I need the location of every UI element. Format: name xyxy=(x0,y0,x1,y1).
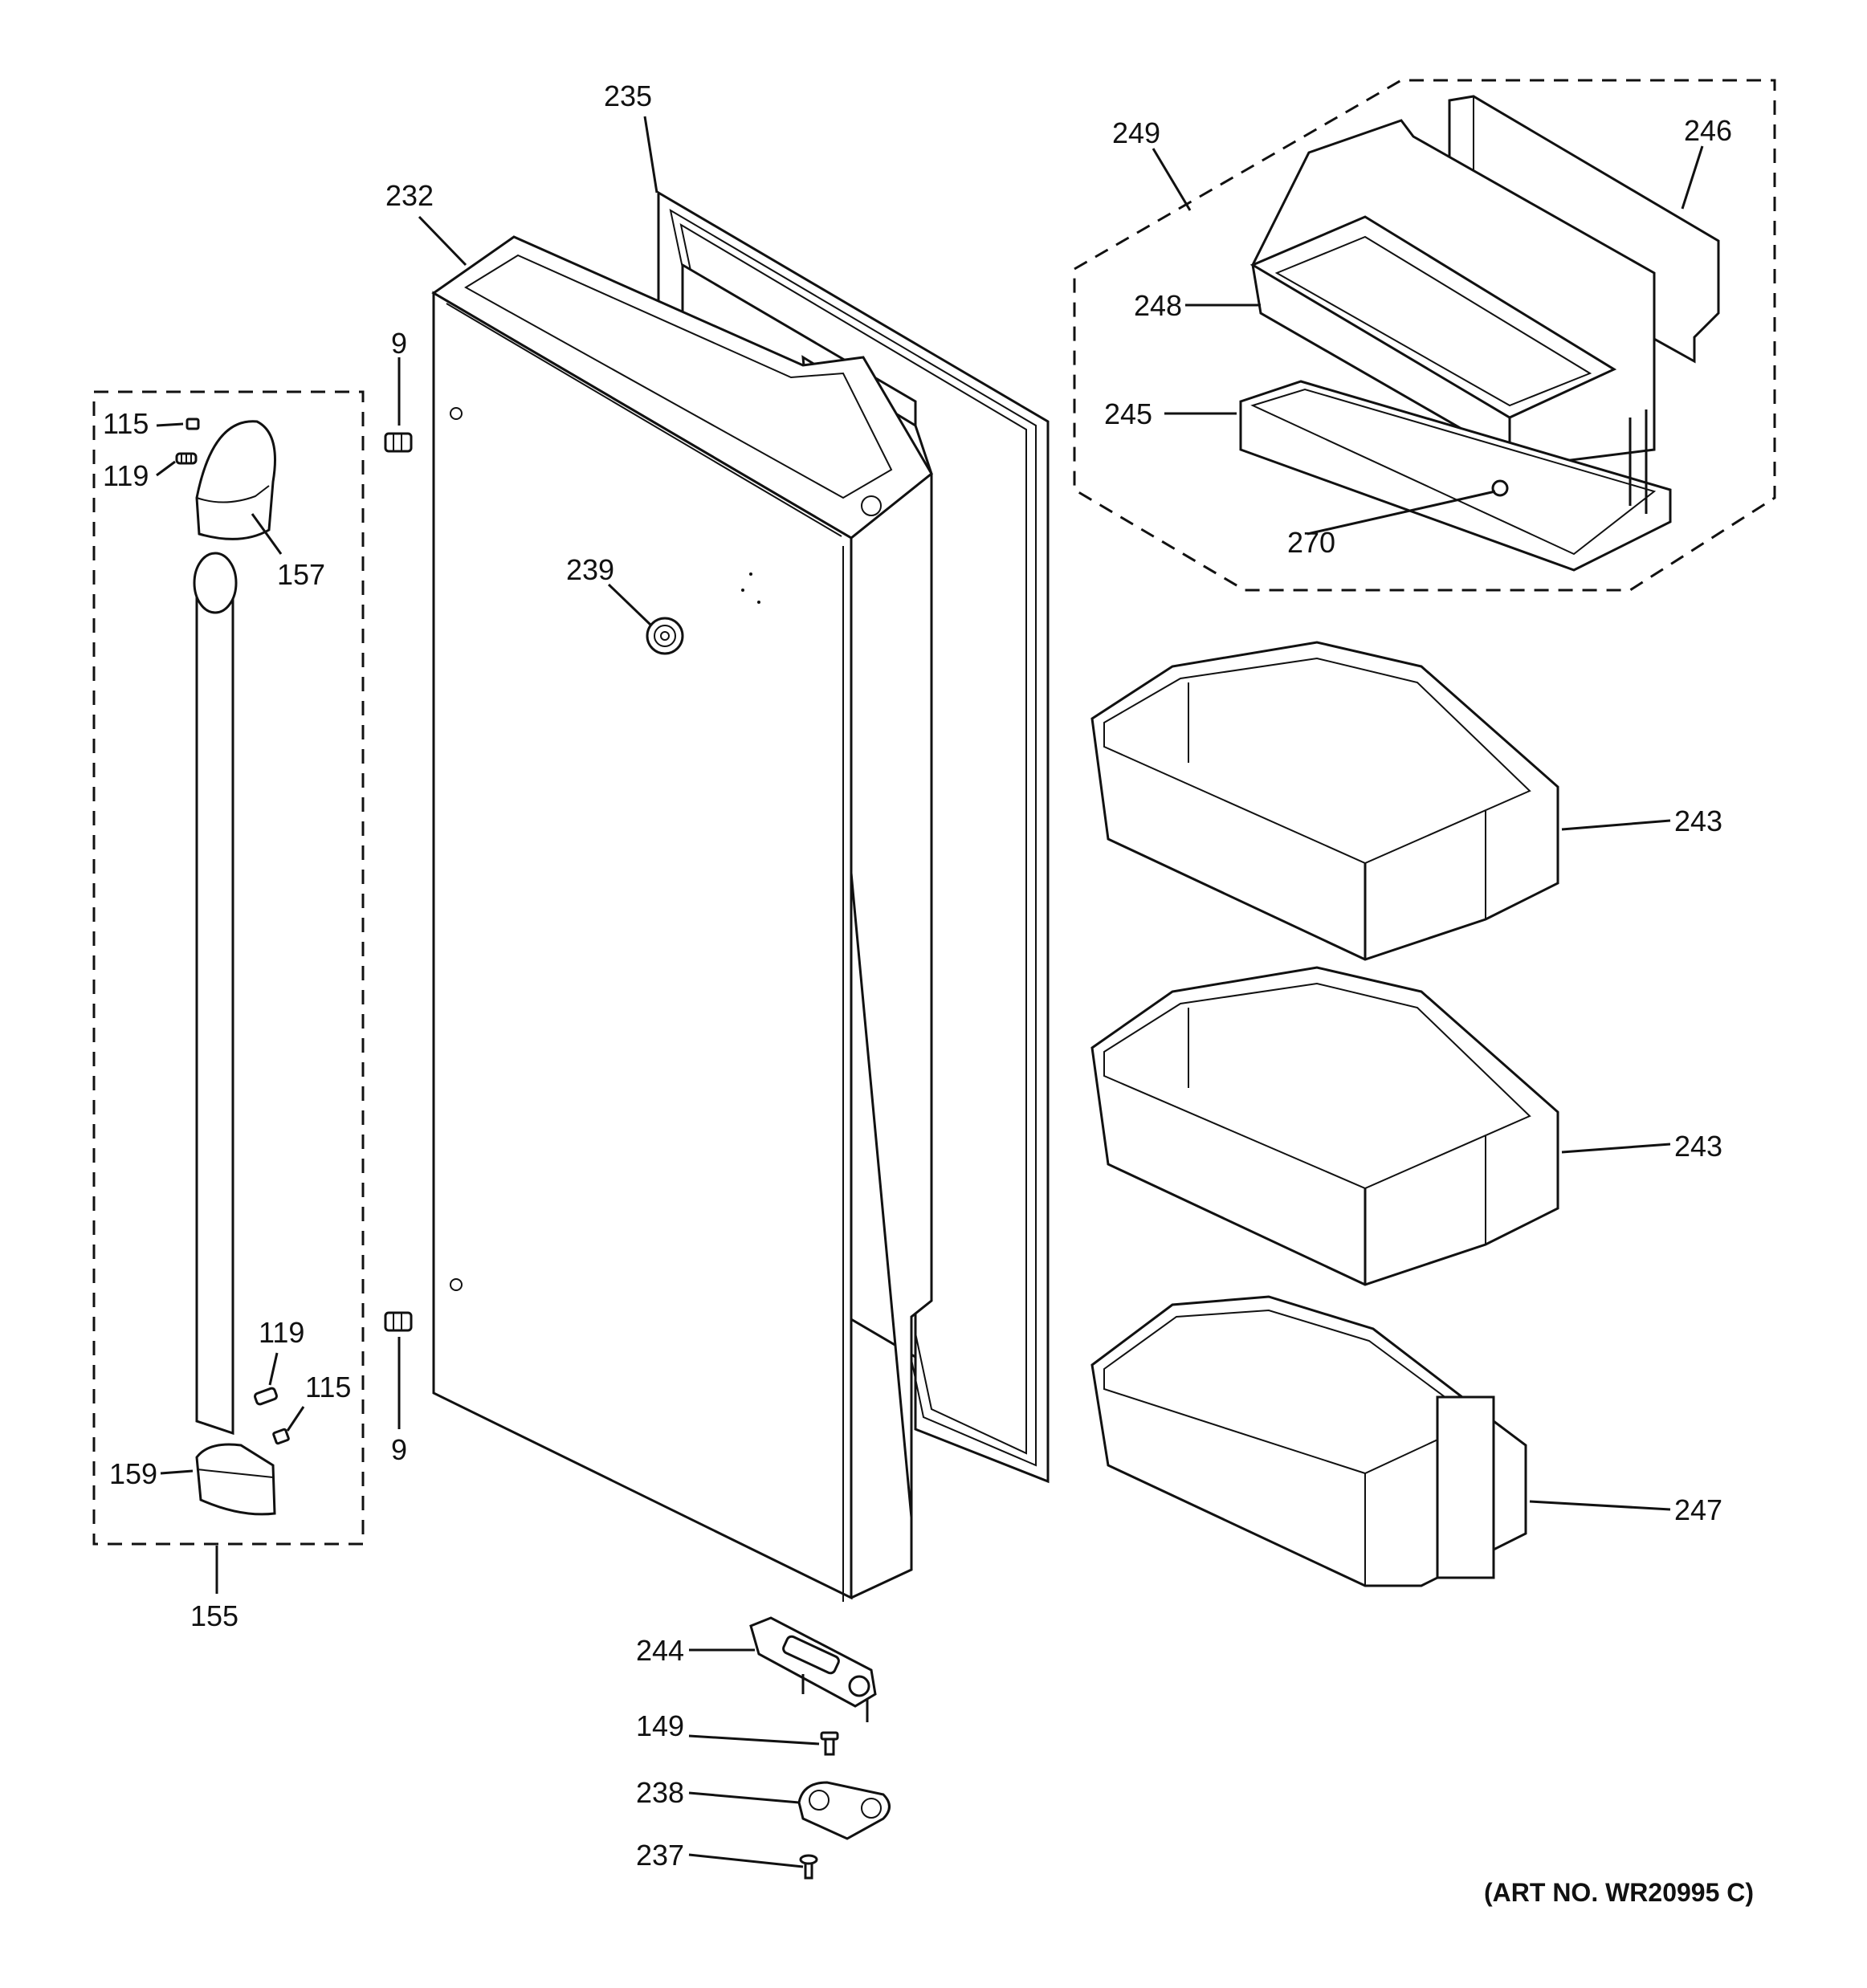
storage-bin xyxy=(1249,119,1656,467)
leader-lines xyxy=(156,116,1704,1868)
part-label-9-top: 9 xyxy=(391,327,407,360)
part-label-243-lower: 243 xyxy=(1674,1130,1722,1163)
part-label-115-top: 115 xyxy=(103,407,149,440)
part-label-245: 245 xyxy=(1104,397,1152,430)
part-label-155: 155 xyxy=(190,1599,238,1632)
handle-assembly-boundary xyxy=(92,390,365,1546)
part-label-9-bottom: 9 xyxy=(391,1433,407,1466)
hinge xyxy=(749,1616,877,1722)
part-label-247: 247 xyxy=(1674,1493,1722,1526)
part-label-119-bottom: 119 xyxy=(259,1316,304,1349)
part-label-246: 246 xyxy=(1684,114,1732,147)
part-label-244: 244 xyxy=(636,1634,684,1667)
set-screw-bottom xyxy=(272,1428,290,1445)
part-label-243-upper: 243 xyxy=(1674,805,1722,837)
part-label-232: 232 xyxy=(385,179,434,212)
shelf-button xyxy=(1491,479,1509,497)
set-screw-top xyxy=(185,418,200,430)
hinge-bushing xyxy=(797,1781,891,1840)
hinge-pin xyxy=(820,1731,839,1756)
part-label-237: 237 xyxy=(636,1839,684,1872)
part-label-235: 235 xyxy=(604,79,652,112)
handle-end-cap-bottom xyxy=(195,1443,276,1516)
handle-end-cap-top xyxy=(195,420,276,540)
part-label-119-top: 119 xyxy=(103,459,149,492)
hinge-screw xyxy=(799,1854,818,1880)
mounting-stud-top xyxy=(384,432,413,453)
mounting-stud-bottom xyxy=(384,1311,413,1332)
logo-badge xyxy=(646,617,684,655)
art-number: (ART NO. WR20995 C) xyxy=(1484,1878,1754,1907)
door-bin-lower xyxy=(1090,966,1559,1286)
part-label-115-bottom: 115 xyxy=(305,1371,351,1403)
part-label-239: 239 xyxy=(566,553,614,586)
bin-shelf xyxy=(1239,380,1672,572)
part-label-159: 159 xyxy=(109,1457,157,1490)
spring-bottom xyxy=(254,1387,278,1406)
part-label-270: 270 xyxy=(1287,526,1335,559)
part-label-248: 248 xyxy=(1134,289,1182,322)
door-bin-upper xyxy=(1090,641,1559,961)
part-label-149: 149 xyxy=(636,1709,684,1742)
door-bin-bottom xyxy=(1090,1295,1527,1587)
shelf-assembly-boundary xyxy=(1073,79,1776,592)
spring-top xyxy=(175,452,198,465)
part-label-249: 249 xyxy=(1112,116,1160,149)
part-label-157: 157 xyxy=(277,558,325,591)
part-label-238: 238 xyxy=(636,1776,684,1809)
handle-tube xyxy=(193,552,238,1436)
door-panel xyxy=(431,235,933,1602)
